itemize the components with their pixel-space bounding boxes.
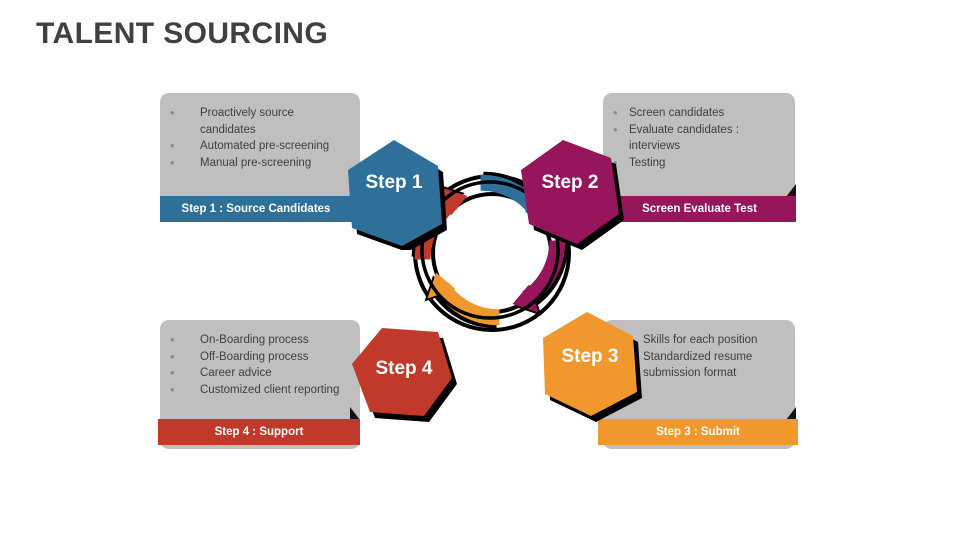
bullet-text: On-Boarding process: [200, 334, 309, 346]
bullet-dot-icon: •: [613, 105, 618, 120]
bullet-dot-icon: •: [170, 154, 175, 170]
list-item: • Proactively source candidates: [170, 105, 350, 138]
list-item: • Off-Boarding process: [170, 349, 350, 366]
step2-hexagon-shape: [521, 140, 624, 250]
bullet-dot-icon: •: [170, 138, 175, 153]
step3-bullet-list: • Skills for each position • Standardize…: [603, 320, 795, 382]
step4-hexagon[interactable]: [348, 326, 460, 424]
list-item: • Automated pre-screening: [170, 138, 350, 155]
bullet-dot-icon: •: [170, 105, 175, 120]
bullet-dot-icon: •: [170, 381, 175, 397]
page-title: TALENT SOURCING: [36, 17, 329, 50]
bullet-text: Automated pre-screening: [200, 140, 330, 152]
bullet-dot-icon: •: [613, 154, 618, 170]
step3-band-fold-icon: [786, 407, 796, 420]
step3-hexagon[interactable]: [535, 310, 645, 422]
step1-bullet-list: • Proactively source candidates • Automa…: [160, 93, 360, 171]
list-item: • On-Boarding process: [170, 332, 350, 349]
step4-band-fold-icon: [350, 407, 360, 420]
step1-band-label: Step 1 : Source Candidates: [181, 203, 331, 215]
step3-band[interactable]: Step 3 : Submit: [598, 419, 798, 445]
list-item: • Standardized resume submission format: [613, 349, 785, 382]
step1-hexagon[interactable]: [340, 136, 448, 252]
step2-band-fold-icon: [786, 184, 796, 197]
step4-band-label: Step 4 : Support: [214, 426, 304, 438]
list-item: • Screen candidates: [613, 105, 785, 122]
bullet-text: Skills for each position: [643, 334, 758, 346]
list-item: • Evaluate candidates : interviews: [613, 122, 785, 155]
step2-bullet-list: • Screen candidates • Evaluate candidate…: [603, 93, 795, 171]
bullet-dot-icon: •: [170, 365, 175, 380]
step3-band-label: Step 3 : Submit: [656, 426, 740, 438]
bullet-text: Screen candidates: [629, 107, 725, 119]
step2-band[interactable]: Screen Evaluate Test: [603, 196, 796, 222]
step4-bullet-list: • On-Boarding process • Off-Boarding pro…: [160, 320, 360, 398]
step2-band-label: Screen Evaluate Test: [642, 203, 757, 215]
list-item: • Testing: [613, 155, 785, 172]
bullet-text: Evaluate candidates : interviews: [629, 123, 739, 153]
list-item: • Customized client reporting: [170, 382, 350, 399]
bullet-dot-icon: •: [613, 121, 618, 137]
bullet-text: Manual pre-screening: [200, 156, 312, 169]
cycle-inner-outline: [420, 180, 560, 320]
bullet-text: Off-Boarding process: [200, 350, 309, 363]
step1-band[interactable]: Step 1 : Source Candidates: [160, 196, 352, 222]
step2-hexagon[interactable]: [515, 136, 625, 250]
bullet-dot-icon: •: [170, 332, 175, 347]
cycle-diagram: [390, 150, 590, 350]
bullet-text: Customized client reporting: [200, 383, 340, 396]
bullet-text: Testing: [629, 156, 666, 169]
step4-band[interactable]: Step 4 : Support: [158, 419, 360, 445]
list-item: • Career advice: [170, 365, 350, 382]
bullet-dot-icon: •: [170, 348, 175, 364]
bullet-text: Career advice: [200, 367, 272, 379]
step4-hexagon-shape: [352, 328, 457, 422]
bullet-text: Standardized resume submission format: [643, 350, 753, 380]
step1-hexagon-shape: [348, 140, 447, 252]
list-item: • Manual pre-screening: [170, 155, 350, 172]
step3-hexagon-shape: [543, 312, 642, 422]
bullet-text: Proactively source candidates: [200, 107, 294, 136]
